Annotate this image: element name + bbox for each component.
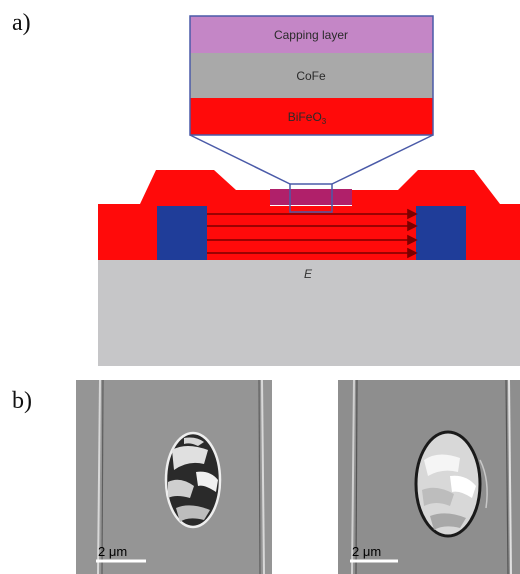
capping-layer-label: Capping layer (274, 28, 348, 42)
substrate (98, 260, 520, 366)
left-electrode (157, 206, 207, 260)
bifeo3-layer-label: BiFeO3 (288, 110, 327, 126)
device-schematic: Capping layer CoFe BiFeO3 E (98, 15, 520, 366)
field-arrows (207, 208, 418, 259)
capping-layer (190, 16, 433, 53)
cofe-layer-label: CoFe (296, 69, 326, 83)
right-electrode (416, 206, 466, 260)
cofe-layer (190, 53, 433, 98)
panel-a-label: a) (12, 10, 31, 36)
panel-b-label: b) (12, 388, 32, 414)
device-element (270, 189, 352, 205)
micrograph-left-image: 2 μm (76, 380, 272, 574)
inset-border (189, 15, 434, 136)
micrograph-right: 2 μm (338, 380, 520, 574)
bifeo3-text: BiFeO (288, 110, 322, 124)
zoom-line-left (189, 134, 291, 185)
bifeo3-layer (190, 98, 433, 135)
scale-bar-right-label: 2 μm (352, 544, 381, 559)
scale-bar-left-label: 2 μm (98, 544, 127, 559)
micrograph-right-image: 2 μm (338, 380, 520, 574)
device-highlight-box (289, 183, 333, 213)
electric-field-label: E (304, 267, 313, 281)
micrograph-left: 2 μm (76, 380, 272, 574)
zoom-line-right (331, 134, 434, 185)
bifeo3-subscript: 3 (322, 117, 327, 126)
